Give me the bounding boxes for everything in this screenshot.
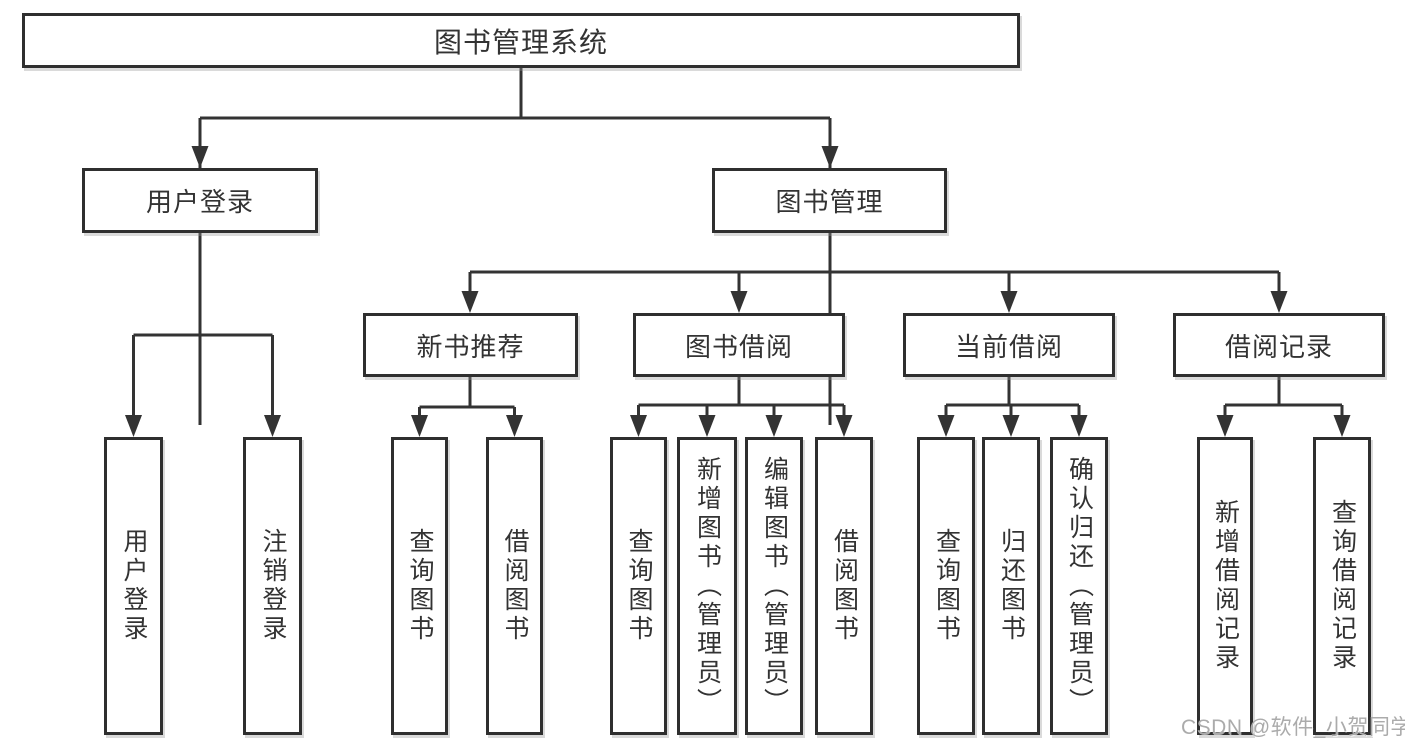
node-label: 查询图书 — [932, 528, 961, 644]
node-borrowing-records: 借阅记录 — [1173, 313, 1385, 377]
node-book-borrowing: 图书借阅 — [633, 313, 845, 377]
connector-new-book-recommend-to-leaves — [411, 377, 523, 437]
node-label: 归还图书 — [997, 528, 1026, 644]
connector-user-login-to-leaves — [125, 233, 281, 437]
leaf-user-login: 用户登录 — [104, 437, 163, 735]
connector-current-borrowing-to-leaves — [937, 377, 1088, 437]
node-label: 查询图书 — [406, 528, 434, 644]
node-label: 编辑图书（管理员） — [760, 455, 789, 717]
node-label: 确认归还（管理员） — [1065, 455, 1094, 717]
node-label: 借阅图书 — [830, 528, 859, 644]
leaf-query-books-current: 查询图书 — [917, 437, 975, 735]
node-label: 用户登录 — [145, 187, 254, 217]
connector-root-to-level1 — [191, 68, 839, 425]
leaf-borrow-books-recommend: 借阅图书 — [486, 437, 543, 735]
node-label: 新增借阅记录 — [1211, 499, 1240, 673]
node-current-borrowing: 当前借阅 — [903, 313, 1115, 377]
node-user-login: 用户登录 — [82, 168, 318, 233]
csdn-watermark: CSDN @软件_小贺同学 — [1181, 716, 1405, 739]
node-label: 注销登录 — [259, 528, 287, 644]
node-library-management-system: 图书管理系统 — [22, 13, 1020, 68]
node-label: 用户登录 — [120, 528, 148, 644]
node-label: 新书推荐 — [416, 331, 525, 362]
connector-book-borrowing-to-leaves — [630, 377, 853, 437]
node-label: 图书借阅 — [684, 331, 793, 362]
leaf-add-borrow-record: 新增借阅记录 — [1197, 437, 1253, 735]
node-label: 查询借阅记录 — [1328, 499, 1357, 673]
leaf-query-books-borrowing: 查询图书 — [610, 437, 667, 735]
node-label: 图书管理系统 — [433, 26, 608, 58]
connector-book-management-to-level2 — [461, 233, 1288, 313]
connector-borrowing-records-to-leaves — [1216, 377, 1351, 437]
node-label: 查询图书 — [625, 528, 653, 644]
node-label: 借阅图书 — [501, 528, 529, 644]
leaf-logout: 注销登录 — [243, 437, 302, 735]
node-label: 图书管理 — [775, 187, 884, 217]
leaf-borrow-books-borrowing: 借阅图书 — [815, 437, 873, 735]
node-label: 借阅记录 — [1224, 331, 1333, 362]
node-book-management: 图书管理 — [712, 168, 947, 233]
leaf-add-books-admin: 新增图书（管理员） — [677, 437, 737, 735]
leaf-query-books-recommend: 查询图书 — [391, 437, 448, 735]
leaf-return-books: 归还图书 — [982, 437, 1040, 735]
leaf-query-borrow-record: 查询借阅记录 — [1313, 437, 1371, 735]
node-label: 当前借阅 — [954, 331, 1063, 362]
node-new-book-recommend: 新书推荐 — [363, 313, 578, 377]
leaf-confirm-return-admin: 确认归还（管理员） — [1050, 437, 1108, 735]
node-label: 新增图书（管理员） — [693, 455, 722, 717]
leaf-edit-books-admin: 编辑图书（管理员） — [745, 437, 803, 735]
